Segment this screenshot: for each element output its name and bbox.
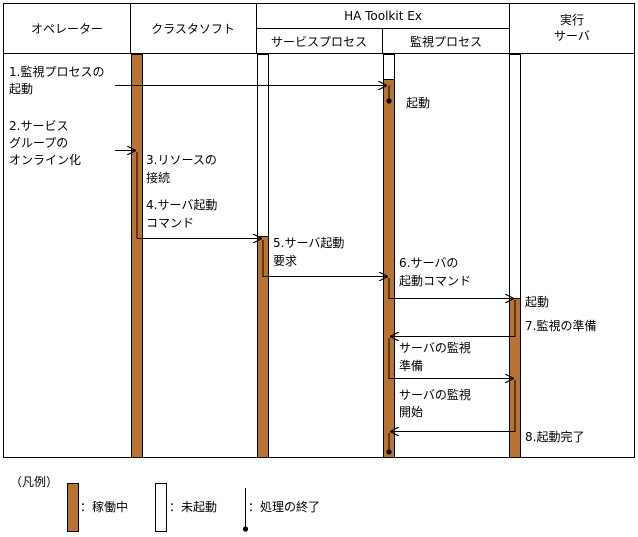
lifelines bbox=[131, 54, 521, 458]
message-arrows bbox=[115, 86, 516, 452]
lifeline-monitor-process bbox=[383, 54, 395, 80]
step-8-label: 8.起動完了 bbox=[525, 429, 584, 444]
step-4-line2: コマンド bbox=[146, 216, 194, 230]
arrow-5-server-request bbox=[262, 240, 388, 277]
step-2-line2: グループの bbox=[9, 136, 68, 150]
header-toolkit: HA Toolkit Ex bbox=[344, 9, 422, 23]
step-5-line2: 要求 bbox=[273, 254, 297, 268]
legend-end-dot bbox=[242, 526, 249, 532]
arrow-7-monitor-prepare bbox=[390, 300, 516, 337]
arrow-4-server-command bbox=[136, 152, 262, 239]
monitor-begin-line1: サーバの監視 bbox=[399, 387, 471, 402]
monitor-begin-line2: 開始 bbox=[399, 405, 423, 419]
legend-title: （凡例） bbox=[10, 475, 58, 489]
step-7-label: 7.監視の準備 bbox=[525, 318, 596, 333]
monitor-prep-line1: サーバの監視 bbox=[399, 340, 471, 355]
server-start-label: 起動 bbox=[525, 295, 549, 309]
header-cluster: クラスタソフト bbox=[151, 22, 235, 36]
legend-active-label: ：稼働中 bbox=[80, 499, 128, 514]
header-server-line1: 実行 bbox=[560, 12, 584, 27]
lifeline-monitor-process-active bbox=[383, 79, 395, 458]
arrow-monitor-begin bbox=[388, 338, 514, 379]
lifeline-server bbox=[509, 54, 521, 299]
step-6-line1: 6.サーバの bbox=[399, 256, 458, 270]
step-5-line1: 5.サーバ起動 bbox=[273, 236, 344, 250]
step-1-line2: 起動 bbox=[9, 82, 33, 96]
step-2-line1: 2.サービス bbox=[9, 119, 68, 133]
legend: （凡例） ：稼働中 ：未起動 ：処理の終了 bbox=[10, 475, 320, 532]
arrow-6-server-start-command bbox=[388, 278, 514, 299]
lifeline-service-process bbox=[257, 54, 269, 237]
header-operator: オペレーター bbox=[31, 22, 103, 36]
step-3-line1: 3.リソースの bbox=[146, 153, 217, 167]
lifeline-service-process-active bbox=[257, 236, 269, 458]
step-3-line2: 接続 bbox=[146, 170, 170, 185]
header-service-process: サービスプロセス bbox=[271, 35, 367, 49]
header-server-line2: サーバ bbox=[554, 29, 590, 43]
lifeline-cluster bbox=[131, 54, 143, 458]
diagram-frame bbox=[3, 3, 635, 458]
legend-inactive-label: ：未起動 bbox=[169, 500, 217, 514]
step-4-line1: 4.サーバ起動 bbox=[146, 198, 217, 212]
arrow-8-start-complete bbox=[390, 380, 516, 432]
step-6-line2: 起動コマンド bbox=[399, 274, 471, 288]
monitor-start-label: 起動 bbox=[406, 96, 430, 110]
monitor-prep-line2: 準備 bbox=[399, 358, 423, 373]
step-labels: 1.監視プロセスの 起動 起動 2.サービス グループの オンライン化 3.リソ… bbox=[9, 64, 596, 444]
header-row: オペレーター クラスタソフト HA Toolkit Ex サービスプロセス 監視… bbox=[31, 9, 590, 49]
legend-end-label: ：処理の終了 bbox=[248, 499, 320, 514]
header-monitor-process: 監視プロセス bbox=[410, 34, 482, 49]
step-2-line3: オンライン化 bbox=[9, 153, 81, 167]
legend-active-swatch bbox=[67, 483, 79, 532]
legend-inactive-swatch bbox=[155, 483, 167, 532]
step-1-line1: 1.監視プロセスの bbox=[9, 64, 104, 79]
